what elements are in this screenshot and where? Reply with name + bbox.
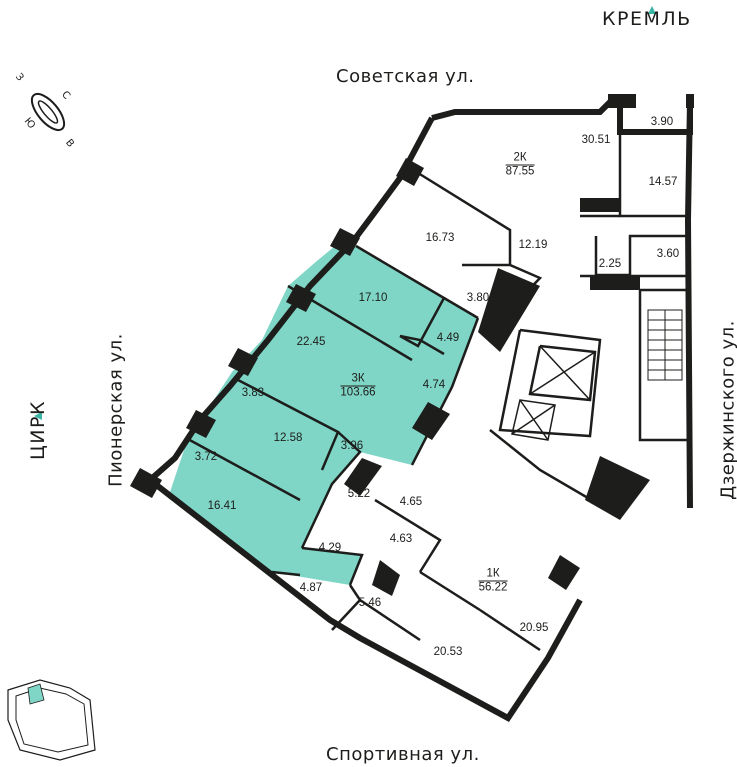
- outer-walls: [148, 97, 693, 722]
- room-area: 12.58: [273, 432, 303, 444]
- street-west: Пионерская ул.: [105, 333, 127, 487]
- apartment-3k-label[interactable]: 3К 103.66: [340, 373, 376, 400]
- landmark-circus: ЦИРК: [27, 400, 49, 460]
- room-area: 3.83: [241, 387, 265, 399]
- room-area: 4.49: [436, 332, 460, 344]
- apartment-3k-highlight[interactable]: [168, 242, 478, 585]
- room-area: 16.41: [207, 500, 237, 512]
- room-area: 4.29: [318, 542, 342, 554]
- landmark-kremlin: КРЕМЛЬ: [602, 8, 692, 30]
- room-area: 4.74: [422, 379, 446, 391]
- minimap[interactable]: [7, 679, 96, 761]
- room-area: 22.45: [296, 336, 326, 348]
- thick-wall-blocks: [130, 94, 694, 596]
- apartment-code: 2К: [505, 152, 535, 166]
- room-area: 3.72: [194, 451, 218, 463]
- apartment-area: 56.22: [478, 581, 508, 594]
- apartment-area: 103.66: [340, 386, 376, 399]
- room-area: 12.19: [518, 239, 548, 251]
- apartment-code: 1К: [478, 568, 508, 582]
- room-area: 16.73: [425, 232, 455, 244]
- apartment-1k-label[interactable]: 1К 56.22: [478, 568, 508, 595]
- room-area: 5.46: [358, 597, 382, 609]
- stairwell: [647, 309, 683, 381]
- room-area: 14.57: [648, 176, 678, 188]
- compass: [30, 92, 66, 132]
- room-area: 2.25: [598, 258, 622, 270]
- room-area: 4.87: [299, 582, 323, 594]
- street-east: Дзержинского ул.: [717, 320, 737, 500]
- landmark-arrows: [34, 6, 656, 420]
- room-area: 30.51: [581, 134, 611, 146]
- apartment-code: 3К: [340, 373, 376, 387]
- room-area: 5.22: [347, 488, 371, 500]
- room-area: 17.10: [358, 292, 388, 304]
- elevator-shafts: [511, 345, 596, 441]
- apartment-2k-label[interactable]: 2К 87.55: [505, 152, 535, 179]
- room-area: 20.95: [519, 622, 549, 634]
- room-area: 3.80: [466, 292, 490, 304]
- street-north: Советская ул.: [336, 66, 475, 87]
- street-south: Спортивная ул.: [326, 744, 480, 765]
- room-area: 3.96: [340, 440, 364, 452]
- room-area: 4.63: [389, 533, 413, 545]
- room-area: 3.90: [650, 116, 674, 128]
- apartment-area: 87.55: [505, 165, 535, 178]
- room-area: 4.65: [399, 496, 423, 508]
- room-area: 20.53: [433, 646, 463, 658]
- room-area: 3.60: [656, 248, 680, 260]
